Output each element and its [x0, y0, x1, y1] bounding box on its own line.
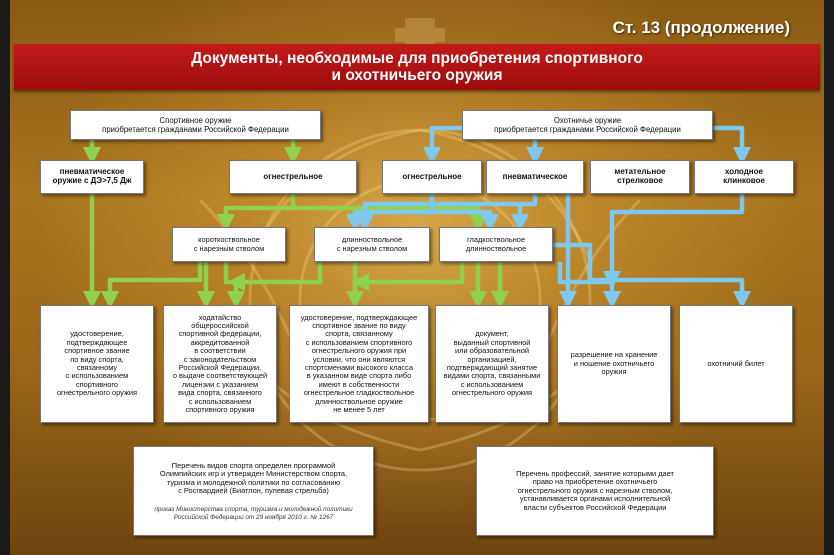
subtype-short-rifled: короткоствольное с нарезным стволом — [172, 227, 286, 262]
note-professions-list-text: Перечень профессий, занятие которыми дае… — [516, 468, 674, 512]
document-storage-permit: разрешение на хранение и ношение охотнич… — [557, 305, 671, 423]
arrow-firearm-smooth — [355, 205, 487, 232]
document-hunting-ticket: охотничий билет — [679, 305, 793, 423]
document-federation-petition: ходатайство общероссийской спортивной фе… — [163, 305, 277, 423]
type-pneumatic-hunting: пневматическое — [486, 160, 584, 194]
arrow-firearm-long — [293, 205, 364, 232]
arrow-hpneumatic-long — [356, 194, 538, 232]
arrow-hfirearm-smooth — [432, 209, 499, 232]
arrow-smooth-doc3 — [351, 262, 465, 291]
arrow-hunting-firearm — [423, 125, 462, 165]
document-sport-title-certificate: удостоверение, подтверждающее спортивное… — [40, 305, 154, 423]
page-title: Документы, необходимые для приобретения … — [191, 50, 643, 84]
arrow-smooth-doc5 — [557, 262, 621, 309]
hunting-weapon-header: Охотничье оружие приобретается гражданам… — [462, 110, 713, 140]
document-high-class-certificate: удостоверение, подтверждающее спортивное… — [289, 305, 429, 423]
arrow-cold-doc6 — [603, 194, 745, 289]
arrow-short-doc2b — [223, 262, 245, 309]
arrow-smooth-doc6 — [552, 242, 751, 309]
left-border — [0, 0, 10, 555]
type-pneumatic-sport: пневматическое оружие с ДЭ>7,5 Дж — [40, 160, 144, 194]
page-number: Ст. 13 (продолжение) — [612, 18, 790, 37]
arrow-hunting-throwing — [712, 125, 751, 165]
type-firearm-sport: огнестрельное — [229, 160, 357, 194]
sport-weapon-header: Спортивное оружие приобретается граждана… — [70, 110, 321, 140]
type-throwing: метательное стрелковое — [590, 160, 690, 194]
document-organization-certificate: документ, выданный спортивной или образо… — [435, 305, 549, 423]
note-sports-list-reference: приказ Министерства спорта, туризма и мо… — [154, 505, 353, 521]
type-cold: холодное клинковое — [694, 160, 794, 194]
note-sports-list-text: Перечень видов спорта определен программ… — [159, 460, 348, 496]
subtype-long-rifled: длинноствольное с нарезным стволом — [314, 227, 430, 262]
subtype-smooth-long: гладкоствольное длинноствольное — [439, 227, 553, 262]
right-border — [824, 0, 834, 555]
title-banner: Документы, необходимые для приобретения … — [14, 44, 820, 90]
arrow-firearm-short — [217, 194, 296, 232]
note-professions-list: Перечень профессий, занятие которыми дае… — [476, 446, 714, 536]
type-firearm-hunting: огнестрельное — [382, 160, 482, 194]
note-sports-list: Перечень видов спорта определен программ… — [133, 446, 374, 536]
arrow-long-doc2 — [227, 262, 323, 291]
arrow-short-doc1 — [101, 262, 203, 309]
